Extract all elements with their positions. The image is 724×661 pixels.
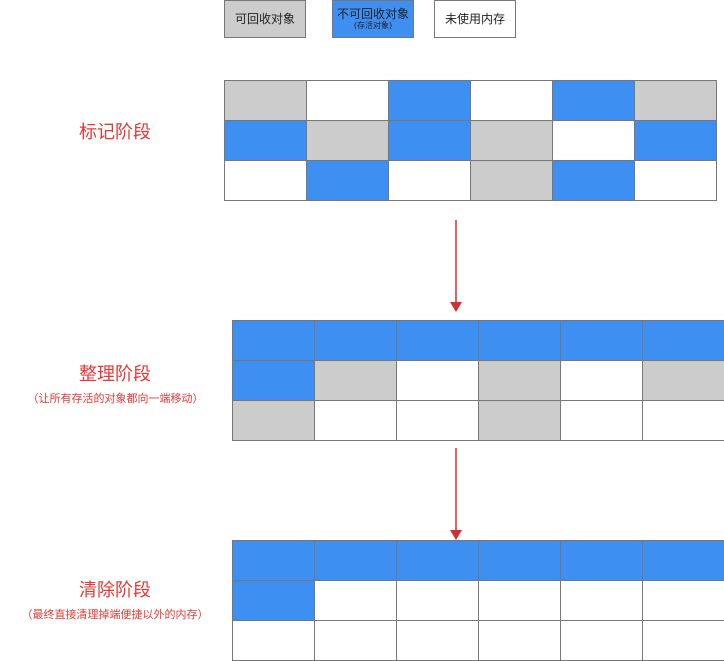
legend-non-recyclable-sub: (存活对象) [353,21,393,31]
memory-cell-blue [561,541,643,581]
memory-cell-blue [561,321,643,361]
memory-cell-gray [471,161,553,201]
legend-unused-label: 未使用内存 [444,11,505,26]
memory-cell-white [397,581,479,621]
memory-cell-blue [397,541,479,581]
memory-cell-blue [643,321,724,361]
memory-cell-gray [471,121,553,161]
memory-cell-blue [389,121,471,161]
memory-cell-blue [635,121,717,161]
legend-recyclable: 可回收对象 [224,0,306,38]
memory-cell-white [471,81,553,121]
memory-cell-blue [389,81,471,121]
memory-cell-white [315,581,397,621]
memory-cell-white [635,161,717,201]
memory-cell-white [397,401,479,441]
legend-unused: 未使用内存 [434,0,516,38]
compact-stage-note: （让所有存活的对象都向一端移动） [27,392,204,405]
memory-cell-blue [307,161,389,201]
memory-cell-gray [643,361,724,401]
memory-cell-blue [233,581,315,621]
memory-cell-white [315,621,397,661]
memory-cell-white [233,621,315,661]
memory-cell-blue [315,321,397,361]
legend-recyclable-label: 可回收对象 [234,11,295,26]
memory-cell-white [397,621,479,661]
sweep-stage-note: （最终直接清理掉端便捷以外的内存） [21,608,209,621]
mark-stage-title: 标记阶段 [79,122,151,143]
sweep-memory-grid [232,540,724,661]
memory-cell-blue [553,81,635,121]
memory-cell-white [561,621,643,661]
memory-cell-blue [479,541,561,581]
memory-cell-blue [479,321,561,361]
memory-cell-blue [315,541,397,581]
memory-cell-white [307,81,389,121]
memory-cell-gray [307,121,389,161]
memory-cell-blue [397,321,479,361]
memory-cell-white [643,621,724,661]
compact-memory-grid [232,320,724,441]
memory-cell-gray [315,361,397,401]
memory-cell-gray [233,401,315,441]
memory-cell-gray [635,81,717,121]
memory-cell-white [553,121,635,161]
mark-memory-grid [224,80,717,201]
arrow-down-icon [450,448,462,540]
memory-cell-white [479,621,561,661]
memory-cell-blue [233,321,315,361]
memory-cell-gray [225,81,307,121]
memory-cell-blue [233,361,315,401]
memory-cell-blue [553,161,635,201]
memory-cell-white [479,581,561,621]
memory-cell-blue [643,541,724,581]
arrow-down-icon [450,220,462,312]
memory-cell-blue [225,121,307,161]
memory-cell-blue [233,541,315,581]
memory-cell-white [397,361,479,401]
memory-cell-white [389,161,471,201]
memory-cell-white [561,401,643,441]
memory-cell-white [643,581,724,621]
memory-cell-white [643,401,724,441]
legend-non-recyclable-label: 不可回收对象 [336,7,409,21]
memory-cell-gray [479,401,561,441]
memory-cell-white [561,581,643,621]
memory-cell-white [225,161,307,201]
memory-cell-gray [479,361,561,401]
memory-cell-white [315,401,397,441]
legend-non-recyclable: 不可回收对象 (存活对象) [332,0,414,38]
compact-stage-title: 整理阶段 [79,364,151,385]
memory-cell-white [561,361,643,401]
sweep-stage-title: 清除阶段 [79,580,151,601]
